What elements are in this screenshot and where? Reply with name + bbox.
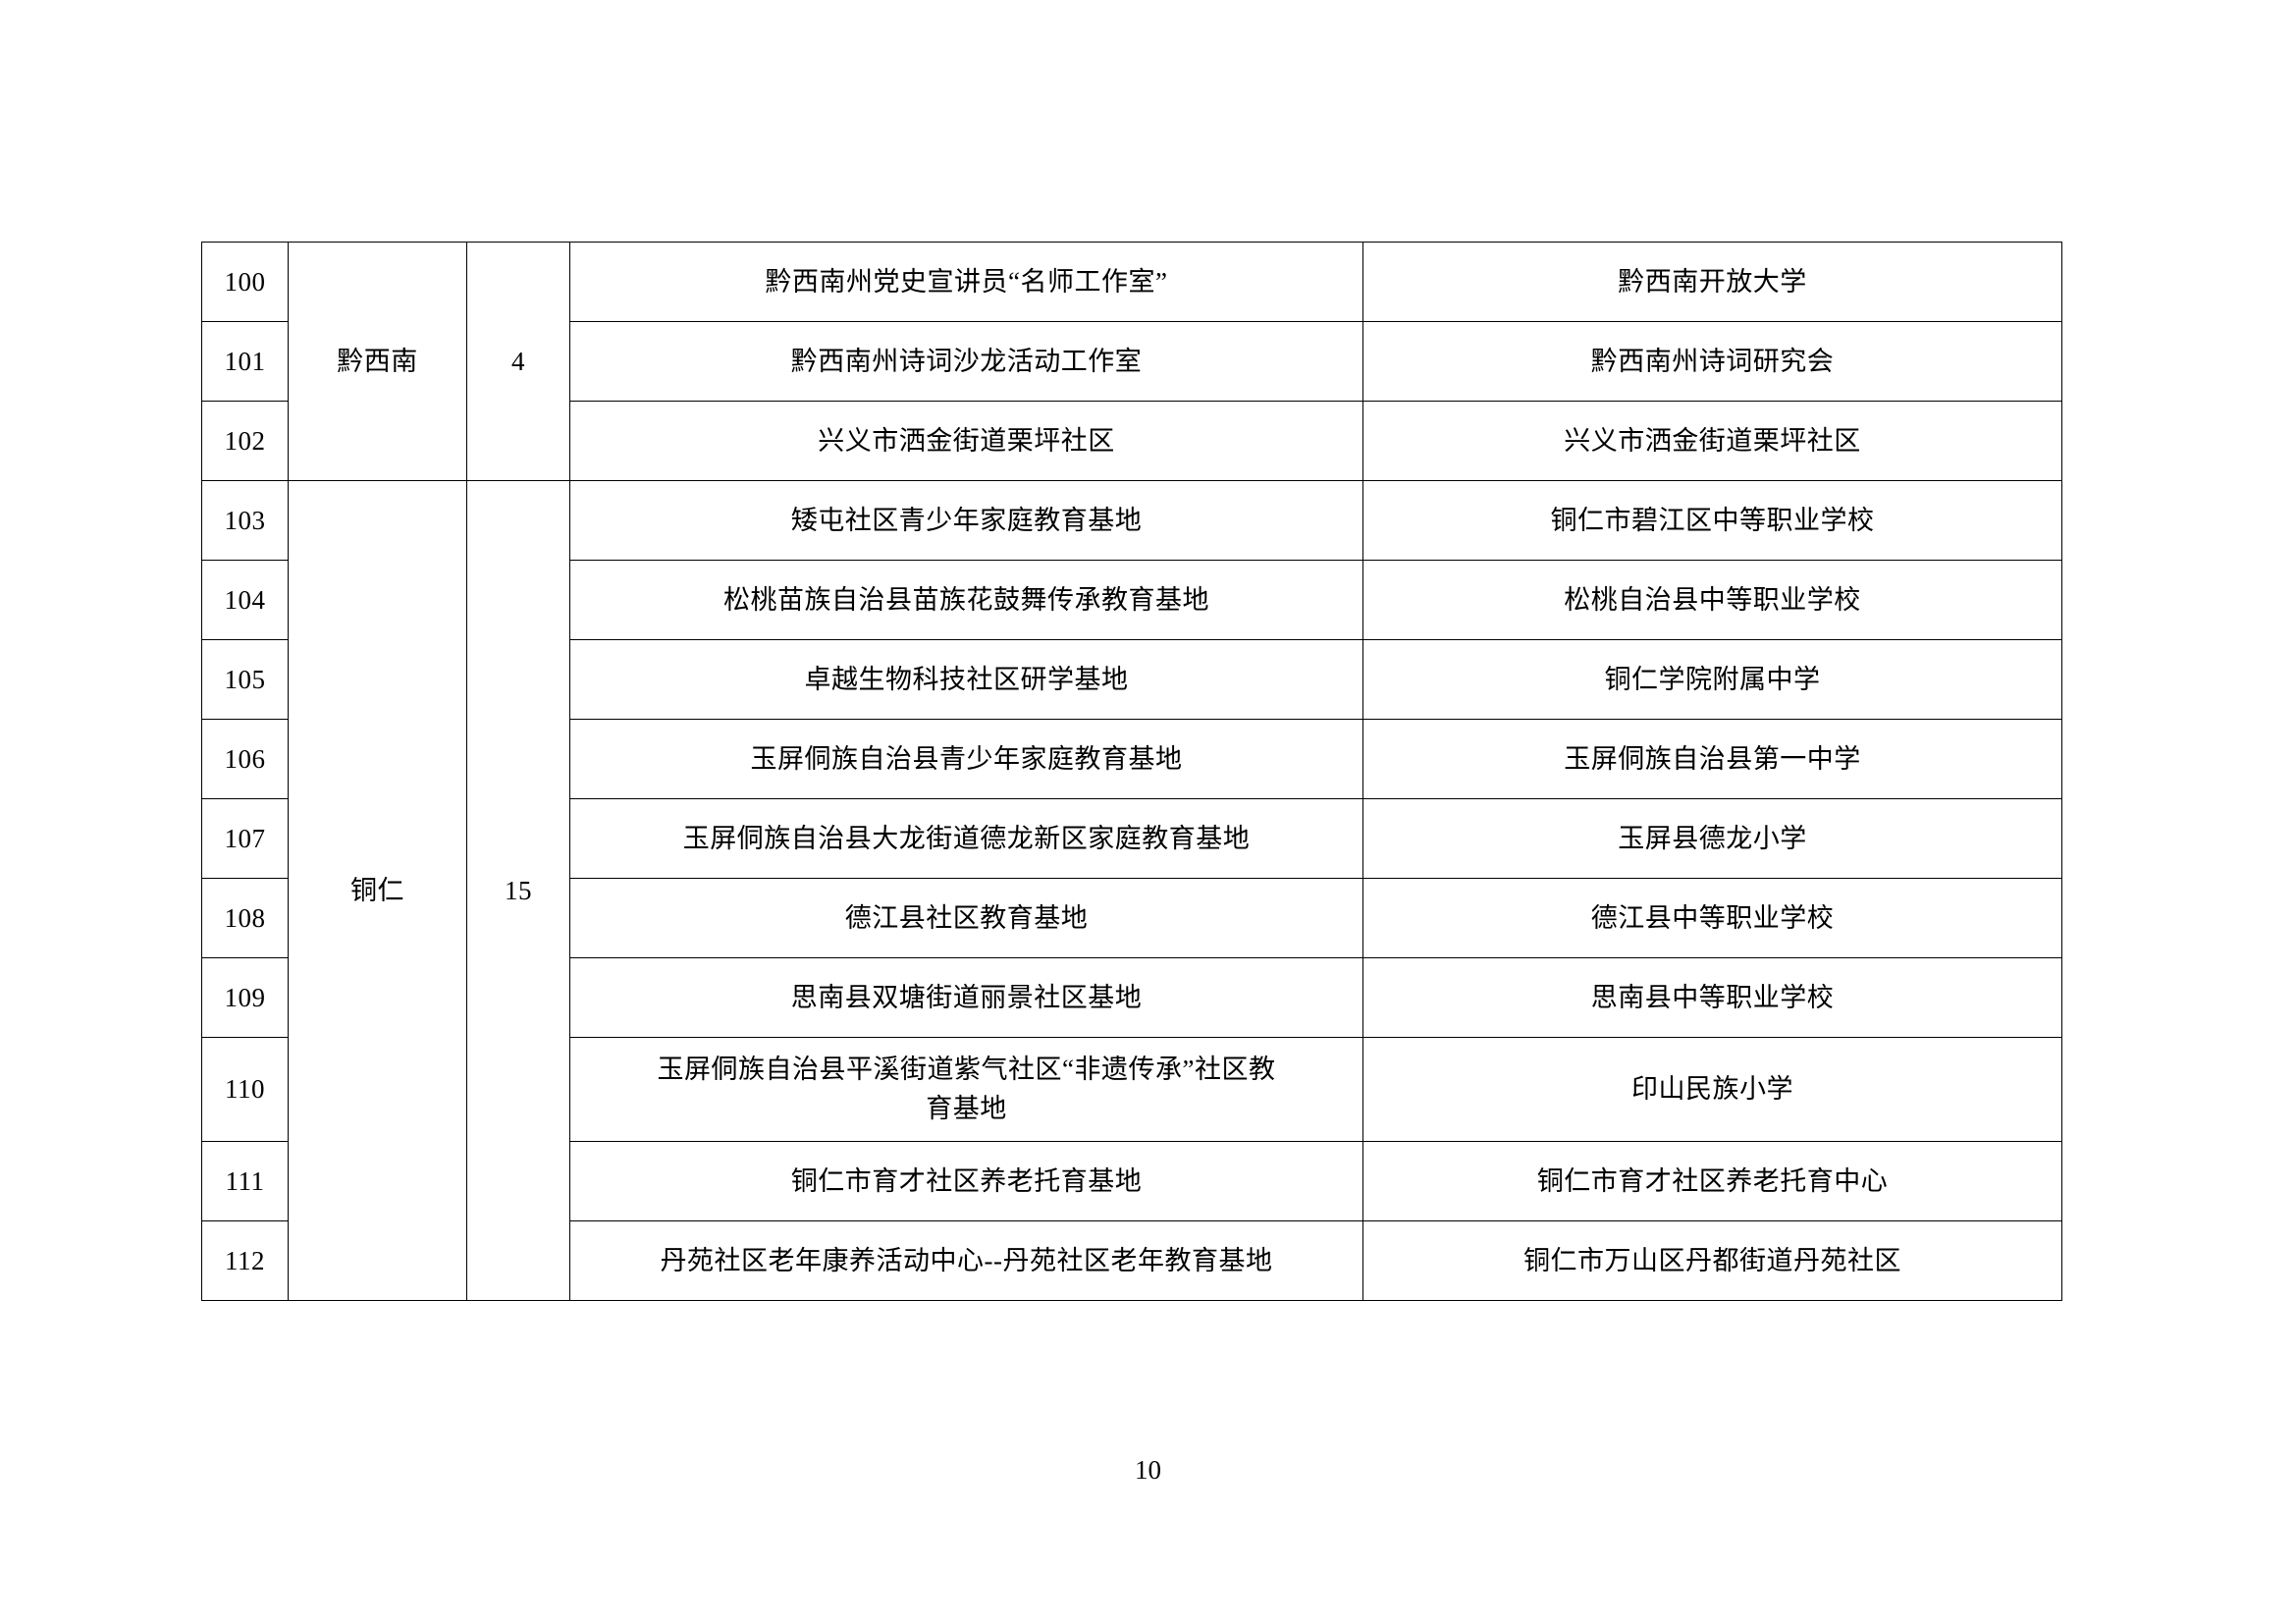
host-organization-cell: 铜仁市育才社区养老托育中心 xyxy=(1362,1141,2062,1221)
listing-table-container: 100 黔西南 4 黔西南州党史宣讲员“名师工作室” 黔西南开放大学 101 黔… xyxy=(201,242,2062,1301)
host-organization-cell: 铜仁市碧江区中等职业学校 xyxy=(1362,480,2062,561)
base-name-cell: 德江县社区教育基地 xyxy=(569,878,1363,958)
base-name-cell: 玉屏侗族自治县大龙街道德龙新区家庭教育基地 xyxy=(569,798,1363,879)
base-name-cell: 兴义市洒金街道栗坪社区 xyxy=(569,401,1363,481)
table-row: 106 玉屏侗族自治县青少年家庭教育基地 玉屏侗族自治县第一中学 xyxy=(201,719,2062,799)
table-row: 112 丹苑社区老年康养活动中心--丹苑社区老年教育基地 铜仁市万山区丹都街道丹… xyxy=(201,1220,2062,1301)
table-row: 108 德江县社区教育基地 德江县中等职业学校 xyxy=(201,878,2062,958)
row-number-cell: 105 xyxy=(201,639,289,720)
host-organization-cell: 黔西南开放大学 xyxy=(1362,242,2062,322)
base-name-cell: 卓越生物科技社区研学基地 xyxy=(569,639,1363,720)
row-number-cell: 100 xyxy=(201,242,289,322)
base-name-cell: 玉屏侗族自治县平溪街道紫气社区“非遗传承”社区教 育基地 xyxy=(569,1037,1363,1142)
table-row: 104 松桃苗族自治县苗族花鼓舞传承教育基地 松桃自治县中等职业学校 xyxy=(201,560,2062,640)
host-organization-cell: 铜仁学院附属中学 xyxy=(1362,639,2062,720)
row-number-cell: 109 xyxy=(201,957,289,1038)
row-number-cell: 106 xyxy=(201,719,289,799)
host-organization-cell: 德江县中等职业学校 xyxy=(1362,878,2062,958)
base-name-cell: 矮屯社区青少年家庭教育基地 xyxy=(569,480,1363,561)
page-number: 10 xyxy=(1135,1455,1161,1485)
host-organization-cell: 思南县中等职业学校 xyxy=(1362,957,2062,1038)
count-cell: 15 xyxy=(466,480,570,1301)
row-number-cell: 111 xyxy=(201,1141,289,1221)
base-name-cell: 思南县双塘街道丽景社区基地 xyxy=(569,957,1363,1038)
base-listing-table: 100 黔西南 4 黔西南州党史宣讲员“名师工作室” 黔西南开放大学 101 黔… xyxy=(201,242,2062,1301)
table-row: 101 黔西南州诗词沙龙活动工作室 黔西南州诗词研究会 xyxy=(201,321,2062,402)
host-organization-cell: 印山民族小学 xyxy=(1362,1037,2062,1142)
count-cell: 4 xyxy=(466,242,570,481)
table-row: 105 卓越生物科技社区研学基地 铜仁学院附属中学 xyxy=(201,639,2062,720)
row-number-cell: 110 xyxy=(201,1037,289,1142)
row-number-cell: 102 xyxy=(201,401,289,481)
host-organization-cell: 铜仁市万山区丹都街道丹苑社区 xyxy=(1362,1220,2062,1301)
region-cell: 铜仁 xyxy=(288,480,467,1301)
base-name-cell: 黔西南州党史宣讲员“名师工作室” xyxy=(569,242,1363,322)
table-row: 109 思南县双塘街道丽景社区基地 思南县中等职业学校 xyxy=(201,957,2062,1038)
table-body: 100 黔西南 4 黔西南州党史宣讲员“名师工作室” 黔西南开放大学 101 黔… xyxy=(201,242,2062,1301)
table-row: 107 玉屏侗族自治县大龙街道德龙新区家庭教育基地 玉屏县德龙小学 xyxy=(201,798,2062,879)
row-number-cell: 104 xyxy=(201,560,289,640)
table-row: 100 黔西南 4 黔西南州党史宣讲员“名师工作室” 黔西南开放大学 xyxy=(201,242,2062,481)
table-row: 111 铜仁市育才社区养老托育基地 铜仁市育才社区养老托育中心 xyxy=(201,1141,2062,1221)
base-name-line-2: 育基地 xyxy=(926,1093,1007,1123)
base-name-cell: 丹苑社区老年康养活动中心--丹苑社区老年教育基地 xyxy=(569,1220,1363,1301)
row-number-cell: 107 xyxy=(201,798,289,879)
row-number-cell: 112 xyxy=(201,1220,289,1301)
base-name-cell: 铜仁市育才社区养老托育基地 xyxy=(569,1141,1363,1221)
host-organization-cell: 黔西南州诗词研究会 xyxy=(1362,321,2062,402)
table-row: 110 玉屏侗族自治县平溪街道紫气社区“非遗传承”社区教 育基地 印山民族小学 xyxy=(201,1037,2062,1142)
row-number-cell: 108 xyxy=(201,878,289,958)
base-name-cell: 松桃苗族自治县苗族花鼓舞传承教育基地 xyxy=(569,560,1363,640)
region-cell: 黔西南 xyxy=(288,242,467,481)
base-name-line-1: 玉屏侗族自治县平溪街道紫气社区“非遗传承”社区教 xyxy=(657,1055,1276,1085)
host-organization-cell: 松桃自治县中等职业学校 xyxy=(1362,560,2062,640)
base-name-cell: 玉屏侗族自治县青少年家庭教育基地 xyxy=(569,719,1363,799)
host-organization-cell: 玉屏县德龙小学 xyxy=(1362,798,2062,879)
host-organization-cell: 兴义市洒金街道栗坪社区 xyxy=(1362,401,2062,481)
host-organization-cell: 玉屏侗族自治县第一中学 xyxy=(1362,719,2062,799)
table-row: 103 铜仁 15 矮屯社区青少年家庭教育基地 铜仁市碧江区中等职业学校 xyxy=(201,480,2062,1301)
row-number-cell: 101 xyxy=(201,321,289,402)
base-name-cell: 黔西南州诗词沙龙活动工作室 xyxy=(569,321,1363,402)
row-number-cell: 103 xyxy=(201,480,289,561)
